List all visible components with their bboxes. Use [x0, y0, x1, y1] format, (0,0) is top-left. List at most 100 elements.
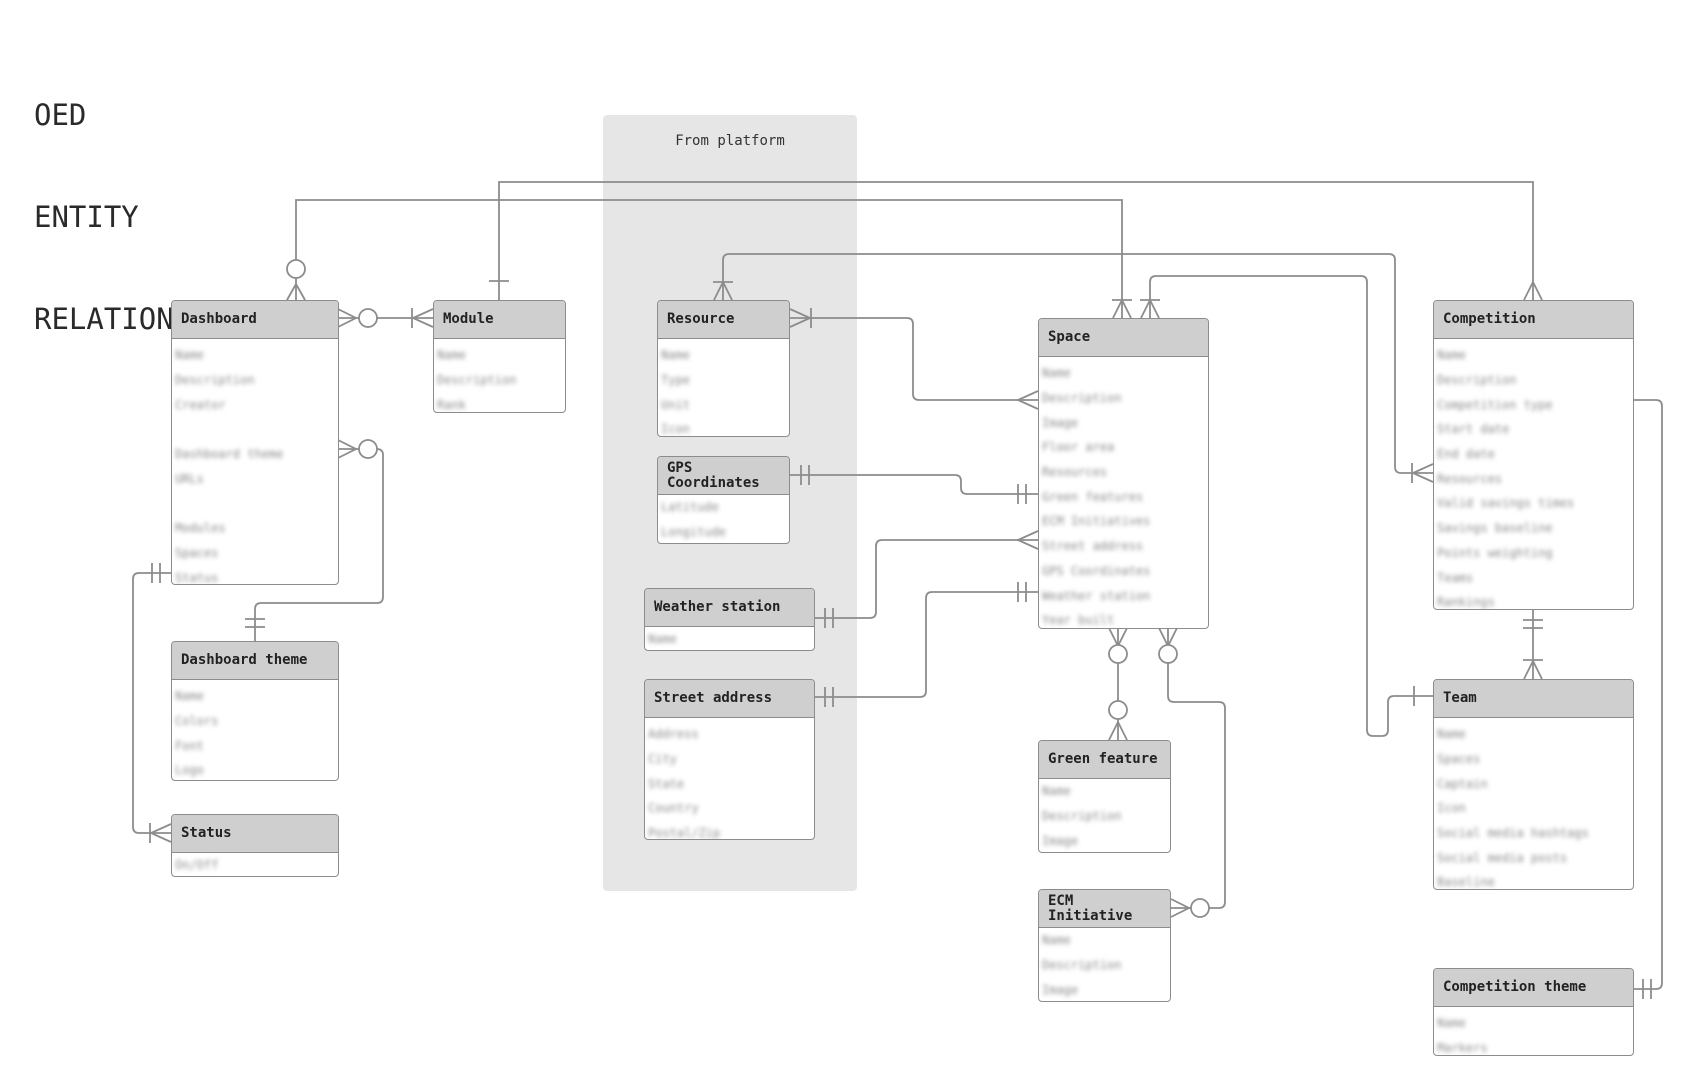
entity-field: Description [175, 373, 255, 388]
entity-field: Rank [437, 397, 466, 412]
zero-circle-marker [286, 259, 306, 279]
entity-header: Space [1039, 319, 1208, 357]
crows-foot-marker [1015, 390, 1039, 410]
link-weather-space [814, 539, 1038, 619]
entity-competition-theme[interactable]: Competition theme Name Markers [1433, 968, 1634, 1056]
entity-resource[interactable]: Resource Name Type Unit Icon [657, 300, 790, 437]
entity-field: Social media hashtags [1437, 826, 1589, 841]
entity-space[interactable]: Space Name Description Image Floor area … [1038, 318, 1209, 629]
entity-field: Description [437, 373, 517, 388]
entity-field: ECM Initiatives [1042, 514, 1151, 529]
entity-field: Year built [1042, 613, 1115, 628]
entity-green-feature[interactable]: Green feature Name Description Image [1038, 740, 1171, 853]
entity-field: Address [648, 727, 699, 742]
entity-field: On/Off [175, 858, 219, 873]
entity-weather-station[interactable]: Weather station Name [644, 588, 815, 651]
entity-field: Icon [661, 422, 690, 437]
entity-header: Status [172, 815, 338, 853]
entity-field: GPS Coordinates [1042, 563, 1151, 578]
entity-field: Dashboard theme [175, 447, 284, 462]
zero-circle-marker [1108, 644, 1128, 664]
link-street-space [814, 591, 1038, 698]
title-line: OED [34, 98, 87, 132]
crows-foot-marker [286, 282, 306, 301]
entity-field: Resources [1042, 465, 1108, 480]
entity-ecm-initiative[interactable]: ECM Initiative Name Description Image [1038, 889, 1171, 1002]
entity-field: Status [175, 570, 219, 585]
entity-field [175, 417, 338, 442]
entity-field: Name [1437, 727, 1466, 742]
entity-field: Name [661, 348, 690, 363]
crows-foot-marker [410, 308, 434, 328]
entity-field: City [648, 752, 677, 767]
link-space-team [1149, 275, 1433, 737]
entity-module[interactable]: Module Name Description Rank [433, 300, 566, 413]
entity-field: Description [1042, 958, 1122, 973]
entity-field [175, 491, 338, 516]
entity-team[interactable]: Team Name Spaces Captain Icon Social med… [1433, 679, 1634, 890]
entity-field: Points weighting [1437, 545, 1553, 560]
crows-foot-marker [1523, 279, 1543, 301]
entity-header: ECM Initiative [1039, 890, 1170, 928]
entity-field: Valid savings times [1437, 496, 1575, 511]
entity-field: Longitude [661, 525, 727, 540]
entity-field: Street address [1042, 539, 1144, 554]
entity-field: Name [175, 689, 204, 704]
entity-field: Logo [175, 763, 204, 778]
link-dashboard-theme [254, 448, 384, 641]
crows-foot-marker [1108, 719, 1128, 741]
crows-foot-marker [337, 439, 359, 459]
entity-header: Module [434, 301, 565, 339]
crows-foot-marker [1015, 530, 1039, 550]
link-space-ecm [1167, 628, 1226, 909]
entity-field: Weather station [1042, 588, 1151, 603]
entity-field: URLs [175, 471, 204, 486]
entity-header: Competition theme [1434, 969, 1633, 1007]
entity-field: Name [1042, 933, 1071, 948]
entity-field: Name [437, 348, 466, 363]
entity-field: Image [1042, 415, 1079, 430]
link-gps-space [790, 474, 1038, 495]
entity-field: Captain [1437, 776, 1488, 791]
entity-header: Dashboard theme [172, 642, 338, 680]
link-resource-space [790, 317, 1038, 401]
zero-circle-marker [1108, 700, 1128, 720]
entity-status[interactable]: Status On/Off [171, 814, 339, 877]
entity-field: Name [1437, 1016, 1466, 1031]
link-dashboard-space [295, 199, 1123, 318]
entity-field: Spaces [1437, 752, 1481, 767]
entity-dashboard-theme[interactable]: Dashboard theme Name Colors Font Logo [171, 641, 339, 781]
entity-field: Competition type [1437, 397, 1553, 412]
entity-field: Start date [1437, 422, 1510, 437]
entity-field: Floor area [1042, 440, 1115, 455]
entity-field: Latitude [661, 500, 719, 515]
entity-header: Green feature [1039, 741, 1170, 779]
link-resource-competition [722, 253, 1433, 474]
entity-field: Name [1437, 348, 1466, 363]
entity-field: Social media posts [1437, 850, 1568, 865]
entity-field: Unit [661, 397, 690, 412]
entity-header: Resource [658, 301, 789, 339]
platform-label: From platform [675, 133, 785, 149]
entity-field: Image [1042, 833, 1079, 848]
entity-dashboard[interactable]: Dashboard Name Description Creator Dashb… [171, 300, 339, 585]
crows-foot-marker [148, 823, 172, 843]
title-line: ENTITY [34, 200, 139, 234]
entity-field: Description [1042, 809, 1122, 824]
entity-field: Baseline [1437, 875, 1495, 890]
crows-foot-marker [1170, 898, 1192, 918]
entity-field: Resources [1437, 471, 1503, 486]
zero-circle-marker [358, 308, 378, 328]
crows-foot-marker [1523, 658, 1543, 680]
entity-header: Street address [645, 680, 814, 718]
zero-circle-marker [1190, 898, 1210, 918]
entity-header: Competition [1434, 301, 1633, 339]
entity-field: Name [1042, 366, 1071, 381]
entity-street-address[interactable]: Street address Address City State Countr… [644, 679, 815, 840]
entity-competition[interactable]: Competition Name Description Competition… [1433, 300, 1634, 610]
entity-field: Markers [1437, 1041, 1488, 1056]
entity-gps-coordinates[interactable]: GPS Coordinates Latitude Longitude [657, 456, 790, 544]
entity-field: Description [1437, 373, 1517, 388]
link-dashboard-status [132, 572, 171, 834]
